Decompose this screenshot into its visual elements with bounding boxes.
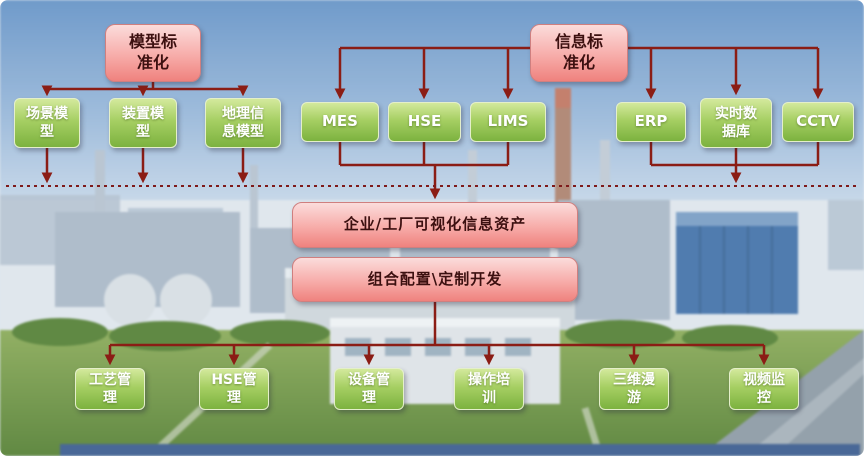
- node-label: ERP: [634, 112, 668, 131]
- node-label: HSE: [407, 112, 442, 131]
- node-device-model: 装置模 型: [109, 98, 177, 148]
- node-video-surveillance: 视频监 控: [729, 368, 799, 410]
- node-hse: HSE: [388, 102, 461, 142]
- node-label: 组合配置\定制开发: [367, 269, 503, 288]
- node-label: 设备管 理: [348, 371, 390, 406]
- node-label: 模型标 准化: [128, 32, 177, 72]
- node-config-custom-dev: 组合配置\定制开发: [292, 257, 578, 302]
- node-label: HSE管 理: [211, 371, 257, 406]
- node-label: 视频监 控: [743, 371, 785, 406]
- node-realtime-database: 实时数 据库: [700, 98, 772, 148]
- node-hse-management: HSE管 理: [199, 368, 269, 410]
- node-erp: ERP: [616, 102, 686, 142]
- node-label: 企业/工厂可视化信息资产: [343, 215, 527, 234]
- node-info-standardization: 信息标 准化: [530, 24, 628, 82]
- node-model-standardization: 模型标 准化: [105, 24, 201, 82]
- node-label: LIMS: [487, 112, 529, 131]
- node-label: 场景模 型: [26, 105, 68, 140]
- node-label: 三维漫 游: [613, 371, 655, 406]
- node-label: 操作培 训: [468, 371, 510, 406]
- node-label: 装置模 型: [122, 105, 164, 140]
- node-equipment-management: 设备管 理: [334, 368, 404, 410]
- node-scene-model: 场景模 型: [14, 98, 80, 148]
- node-label: 实时数 据库: [715, 105, 757, 140]
- node-operation-training: 操作培 训: [454, 368, 524, 410]
- node-gis-model: 地理信 息模型: [205, 98, 281, 148]
- node-label: CCTV: [796, 112, 840, 131]
- node-cctv: CCTV: [782, 102, 854, 142]
- node-process-management: 工艺管 理: [75, 368, 145, 410]
- node-label: 地理信 息模型: [222, 105, 264, 140]
- node-label: MES: [322, 112, 358, 131]
- node-lims: LIMS: [470, 102, 546, 142]
- node-label: 信息标 准化: [554, 32, 603, 72]
- node-mes: MES: [301, 102, 379, 142]
- node-3d-roaming: 三维漫 游: [599, 368, 669, 410]
- node-visual-info-asset: 企业/工厂可视化信息资产: [292, 202, 578, 248]
- node-label: 工艺管 理: [89, 371, 131, 406]
